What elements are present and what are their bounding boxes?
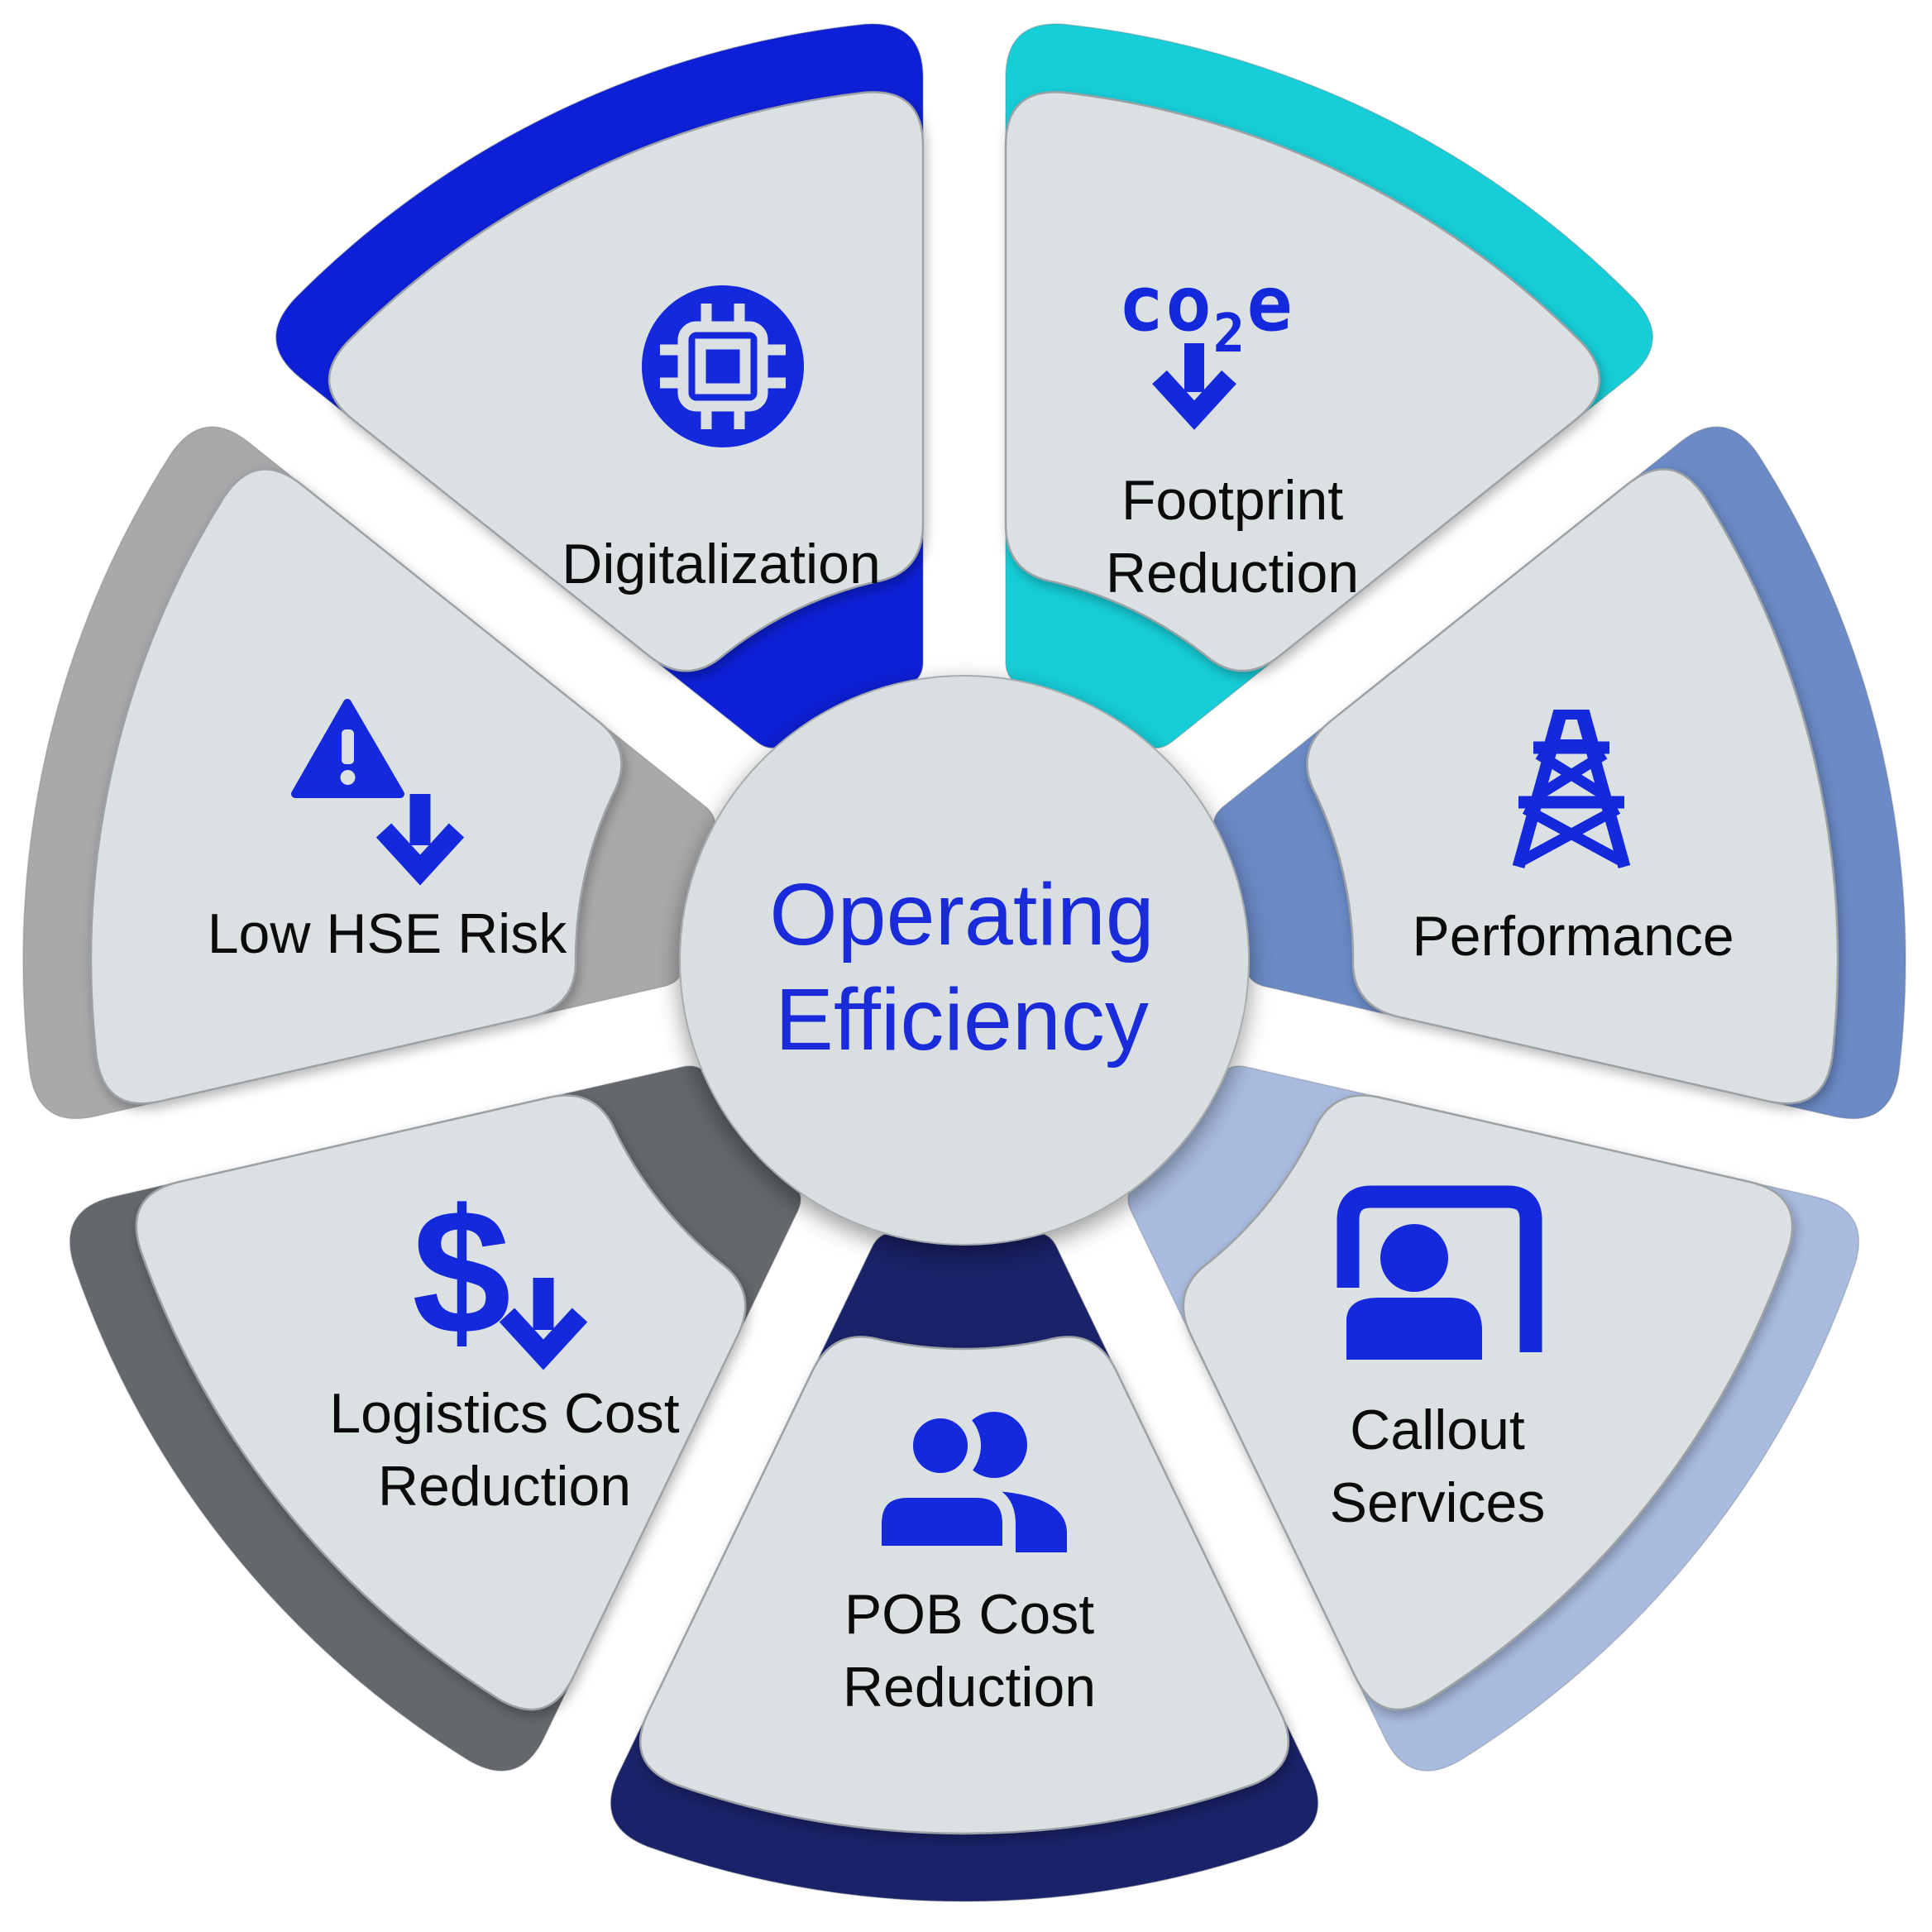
center-circle <box>679 675 1250 1246</box>
segment-wedge-digitalization <box>328 91 925 672</box>
down-arrow-icon <box>375 794 465 886</box>
co2e-down-icon: co2e <box>1118 260 1294 430</box>
segment-wedge-pob-cost-reduction <box>638 1336 1290 1835</box>
segment-wedge-footprint-reduction <box>1004 91 1601 672</box>
segment-label-performance: Performance <box>1412 905 1734 968</box>
warning-down-icon <box>291 699 465 886</box>
down-arrow-icon <box>499 1278 588 1370</box>
dollar-down-icon: $ <box>412 1172 588 1371</box>
people-icon <box>868 1405 1067 1559</box>
segment-label-digitalization: Digitalization <box>562 533 881 595</box>
segment-label-low-hse-risk: Low HSE Risk <box>208 902 568 965</box>
person-frame-icon <box>1337 1185 1542 1360</box>
chip-icon <box>642 285 804 447</box>
segment-wedge-performance <box>1306 468 1839 1105</box>
oil-derrick-icon <box>1512 710 1631 869</box>
co2e-text: co2e <box>1118 260 1294 365</box>
segment-wedge-callout-services <box>1182 1094 1794 1711</box>
down-arrow-icon <box>1152 343 1236 430</box>
dollar-text: $ <box>412 1172 511 1371</box>
segment-wedges <box>89 91 1839 1835</box>
segment-wedge-logistics-cost-reduction <box>135 1094 747 1711</box>
